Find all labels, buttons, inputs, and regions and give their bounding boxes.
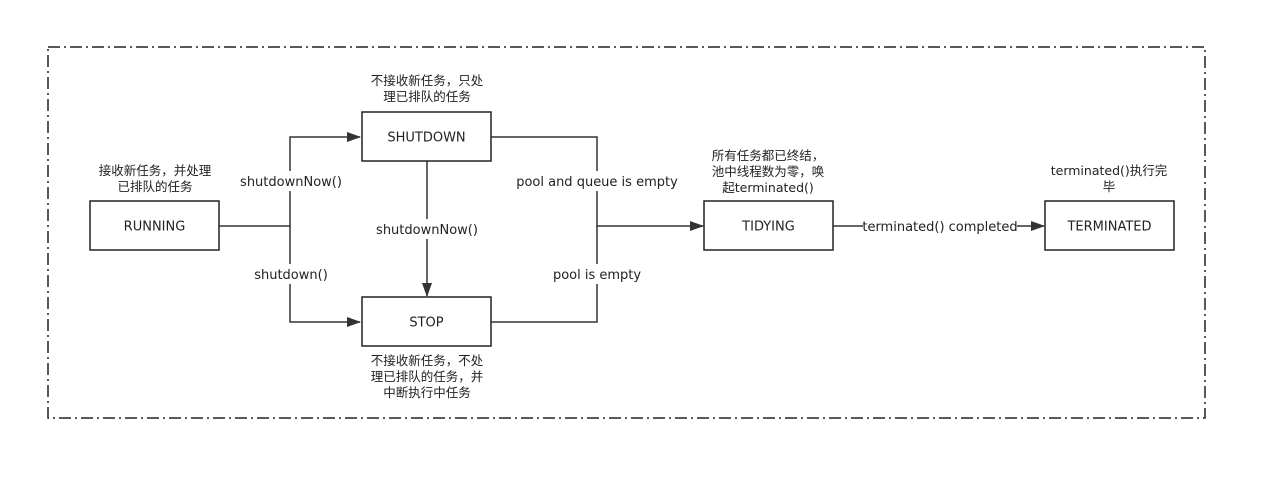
state-label: TIDYING bbox=[741, 220, 795, 235]
label-shutdown-to-tidying: pool and queue is empty bbox=[516, 175, 678, 190]
note-tidying: 所有任务都已终结， 池中线程数为零，唤 起terminated() bbox=[712, 148, 825, 195]
state-tidying: TIDYING bbox=[703, 200, 834, 251]
note-line: 理已排队的任务，并 bbox=[371, 369, 484, 384]
note-terminated: terminated()执行完 毕 bbox=[1051, 163, 1168, 194]
state-terminated: TERMINATED bbox=[1044, 200, 1175, 251]
state-box bbox=[361, 111, 492, 162]
note-line: 中断执行中任务 bbox=[383, 385, 471, 400]
state-box bbox=[361, 296, 492, 347]
state-label: TERMINATED bbox=[1066, 220, 1151, 235]
note-line: 毕 bbox=[1103, 179, 1116, 194]
state-label: STOP bbox=[409, 316, 443, 331]
note-line: 已排队的任务 bbox=[117, 179, 192, 194]
state-stop: STOP bbox=[361, 296, 492, 347]
note-line: 池中线程数为零，唤 bbox=[712, 164, 825, 179]
state-box bbox=[1044, 200, 1175, 251]
label-stop-to-tidying: pool is empty bbox=[553, 268, 641, 283]
state-box bbox=[89, 200, 220, 251]
state-shutdown: SHUTDOWN bbox=[361, 111, 492, 162]
edge-stop-tidying bbox=[491, 226, 598, 323]
edge-running-stop bbox=[289, 226, 361, 327]
label-shutdown-to-stop: shutdownNow() bbox=[376, 223, 478, 238]
state-running: RUNNING bbox=[89, 200, 220, 251]
note-line: terminated()执行完 bbox=[1051, 163, 1168, 178]
note-line: 所有任务都已终结， bbox=[712, 148, 825, 163]
note-stop: 不接收新任务，不处 理已排队的任务，并 中断执行中任务 bbox=[371, 353, 484, 400]
state-label: RUNNING bbox=[124, 220, 186, 235]
edge-labels: shutdownNow() shutdown() shutdownNow() p… bbox=[238, 171, 1018, 284]
state-box bbox=[703, 200, 834, 251]
note-line: 起terminated() bbox=[722, 180, 814, 195]
note-line: 不接收新任务，只处 bbox=[371, 73, 484, 88]
label-running-to-shutdown: shutdownNow() bbox=[240, 175, 342, 190]
note-line: 理已排队的任务 bbox=[383, 89, 471, 104]
label-tidying-to-terminated: terminated() completed bbox=[862, 220, 1017, 235]
diagram-frame bbox=[47, 46, 1206, 419]
note-shutdown: 不接收新任务，只处 理已排队的任务 bbox=[371, 73, 484, 104]
state-label: SHUTDOWN bbox=[387, 131, 465, 146]
label-running-to-stop: shutdown() bbox=[254, 268, 328, 283]
note-line: 不接收新任务，不处 bbox=[371, 353, 484, 368]
note-line: 接收新任务，并处理 bbox=[99, 163, 212, 178]
note-running: 接收新任务，并处理 已排队的任务 bbox=[99, 163, 212, 194]
